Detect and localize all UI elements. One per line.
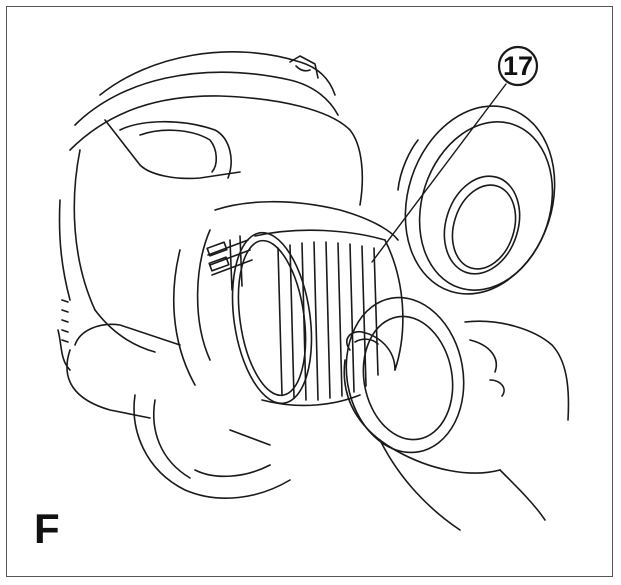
callout-17-marker: [371, 45, 539, 263]
vacuum-housing: [58, 95, 364, 386]
vacuum-handle: [74, 51, 339, 126]
hand: [343, 296, 570, 531]
motor-collar: [206, 200, 399, 291]
figure-letter: F: [34, 505, 60, 552]
filter-ring-disc: [397, 105, 556, 295]
callout-number: 17: [502, 51, 534, 81]
vacuum-base: [57, 299, 291, 499]
pleated-filter: [231, 229, 404, 407]
